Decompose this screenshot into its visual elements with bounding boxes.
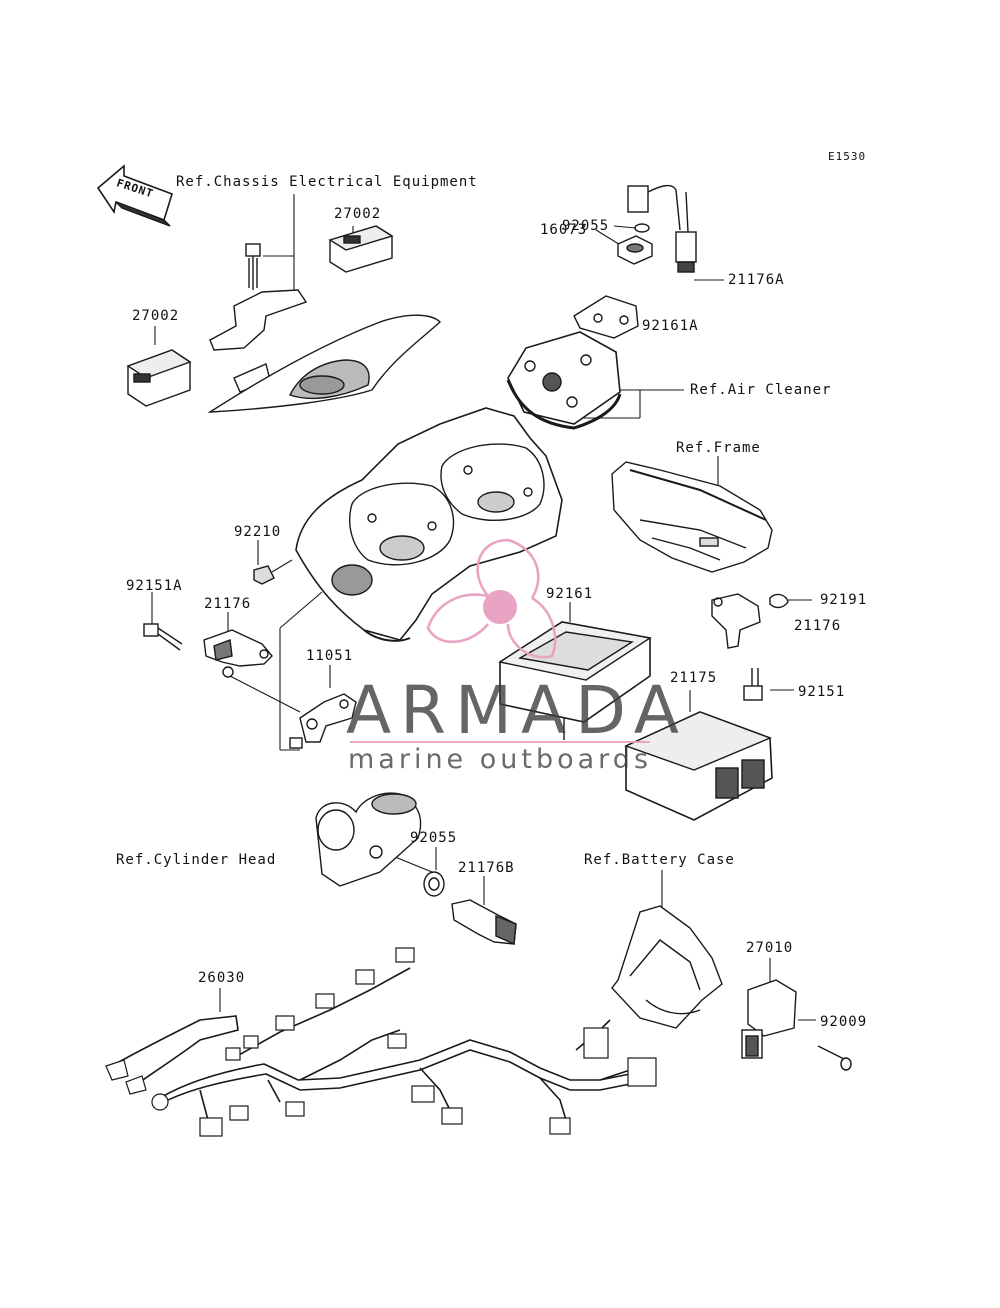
part-92009-label: 92009 [820, 1014, 868, 1030]
part-26030-label: 26030 [198, 970, 246, 986]
part-21175-label: 21175 [670, 670, 718, 686]
part-21176B-label: 21176B [458, 860, 515, 876]
cylinder-head [315, 792, 422, 887]
relay-27010 [741, 979, 852, 1071]
watermark-tagline: marine outboards [348, 744, 653, 775]
part-21176A-label: 21176A [728, 272, 785, 288]
chassis-bracket [209, 243, 308, 393]
part-92055-top-label: 92055 [562, 218, 610, 234]
part-92191-label: 92191 [820, 592, 868, 608]
relay-27002-top [328, 225, 394, 273]
frame-part [611, 461, 773, 573]
sensor-21176B [423, 871, 517, 946]
ecu-cover-92161 [498, 621, 652, 740]
diagram-code-label: E1530 [828, 150, 867, 163]
wire-harness-26030 [107, 967, 641, 1121]
grommet-92210 [253, 565, 275, 585]
part-92151A-label: 92151A [126, 578, 183, 594]
part-27002-top-label: 27002 [334, 206, 382, 222]
sensor-21176A [617, 184, 697, 273]
part-27010-label: 27010 [746, 940, 794, 956]
armada-logo-icon [426, 538, 557, 659]
bracket-11051 [289, 693, 357, 749]
part-92161A-label: 92161A [642, 318, 699, 334]
part-11051-label: 11051 [306, 648, 354, 664]
meter-panel [295, 407, 563, 642]
part-21176-right-label: 21176 [794, 618, 842, 634]
part-21176-left-label: 21176 [204, 596, 252, 612]
watermark-name: ARMADA [346, 672, 688, 749]
bolt-92151 [743, 668, 763, 701]
ref-frame-label: Ref.Frame [676, 440, 761, 456]
part-92055-mid-label: 92055 [410, 830, 458, 846]
battery-case [611, 905, 723, 1029]
sensor-21176-right [711, 593, 789, 649]
ref-battery-case-label: Ref.Battery Case [584, 852, 735, 868]
ecu-21175 [624, 711, 773, 821]
ref-air-cleaner-label: Ref.Air Cleaner [690, 382, 832, 398]
part-92151-label: 92151 [798, 684, 846, 700]
plate-92161A [573, 295, 639, 339]
part-27002-left-label: 27002 [132, 308, 180, 324]
part-16073-label: 16073 [540, 222, 588, 238]
relay-27002-left [126, 349, 192, 407]
part-92210-label: 92210 [234, 524, 282, 540]
ref-chassis-label: Ref.Chassis Electrical Equipment [176, 174, 478, 190]
front-arrow-icon [96, 164, 173, 227]
watermark-rule [350, 741, 650, 743]
part-92161-label: 92161 [546, 586, 594, 602]
air-cleaner-housing [506, 331, 622, 430]
ref-cylinder-head-label: Ref.Cylinder Head [116, 852, 277, 868]
sensor-21176-left [203, 629, 273, 678]
upper-cowl [207, 314, 442, 413]
harness-connectors [105, 947, 657, 1137]
bolt-92151A [143, 623, 183, 651]
